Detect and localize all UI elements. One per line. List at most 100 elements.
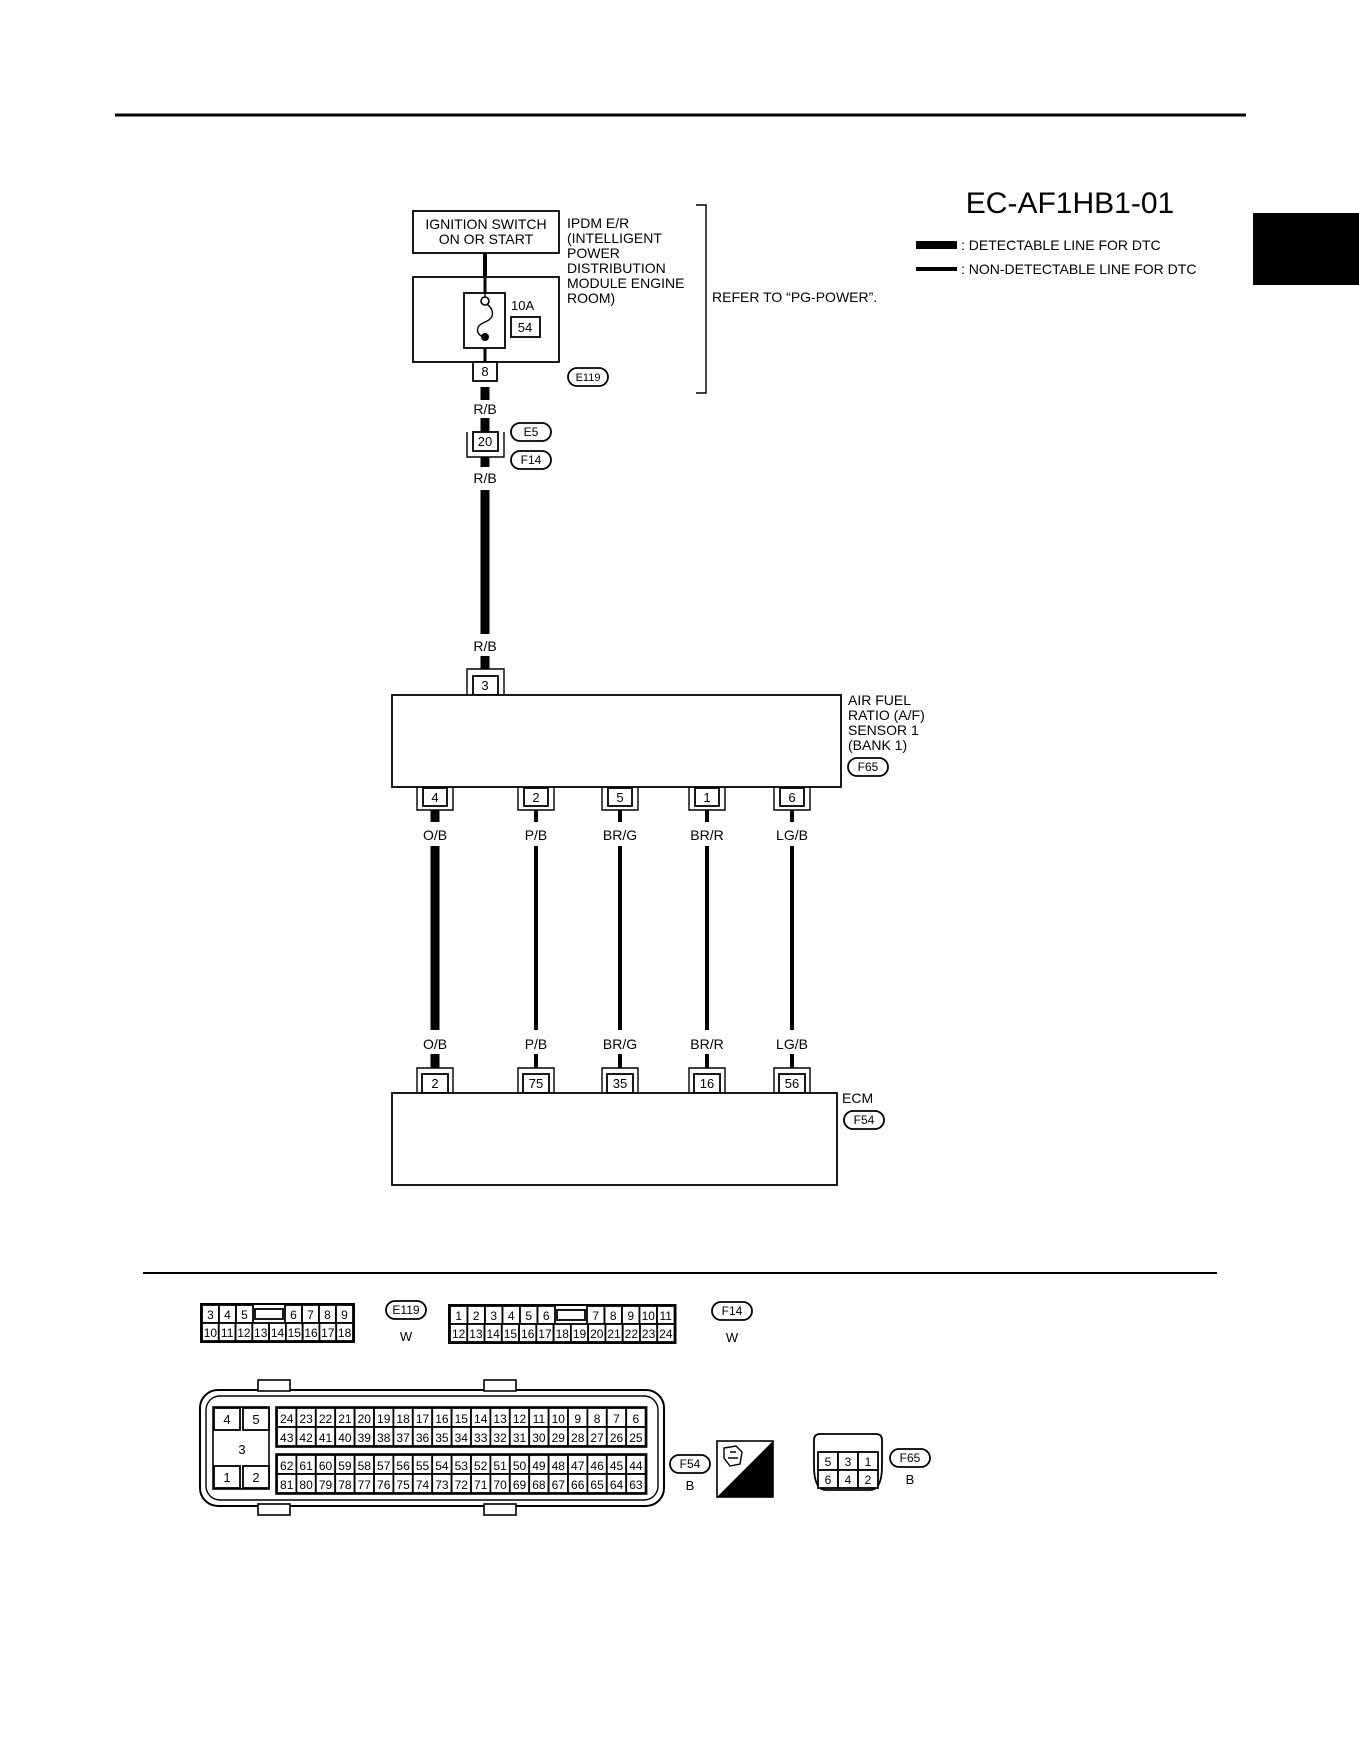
wire-color-bottom: P/B (525, 1036, 548, 1052)
connector-id: F54 (680, 1457, 701, 1471)
connector-color: B (906, 1472, 915, 1487)
sensor-top-terminal-number: 3 (481, 678, 488, 693)
pin-number: 7 (592, 1309, 599, 1323)
fuse-icon (476, 293, 494, 339)
pin-number: 43 (280, 1431, 294, 1445)
pin-number: 79 (319, 1478, 333, 1492)
ipdm-label-3: POWER (567, 245, 620, 261)
pin-number: 72 (455, 1478, 469, 1492)
pin-number: 61 (299, 1459, 313, 1473)
ecm-connector-tag (843, 1110, 885, 1130)
pin-number: 16 (435, 1412, 449, 1426)
pin-number: 6 (825, 1473, 832, 1487)
joint-terminal (472, 431, 499, 452)
pin-number: 13 (254, 1326, 268, 1340)
pin-number: 22 (625, 1327, 639, 1341)
pin-number: 67 (552, 1478, 566, 1492)
power-pin-number: 3 (238, 1442, 245, 1457)
pin-cell (857, 1469, 879, 1489)
power-pin-cell (242, 1465, 270, 1489)
pin-number: 8 (324, 1308, 331, 1322)
connector-color: B (686, 1478, 695, 1493)
power-pin-number: 2 (252, 1470, 259, 1485)
pin-number: 3 (490, 1309, 497, 1323)
shell-latch (483, 1379, 517, 1392)
pin-number: 80 (299, 1478, 313, 1492)
pin-number: 28 (571, 1431, 585, 1445)
connector-color: W (726, 1330, 739, 1345)
pin-number: 29 (552, 1431, 566, 1445)
sensor-label-2: RATIO (A/F) (848, 707, 925, 723)
power-pin-cell (242, 1407, 270, 1431)
pin-number: 37 (396, 1431, 410, 1445)
ecm-terminal-number: 56 (785, 1076, 799, 1091)
harness-side-label: H.S. (738, 1480, 767, 1497)
pin-number: 30 (532, 1431, 546, 1445)
pin-cell (625, 1473, 647, 1494)
pin-number: 11 (660, 1309, 673, 1323)
ignition-switch-state: ON OR START (439, 231, 534, 247)
joint-connector-f14: F14 (521, 453, 542, 467)
diagram-code: EC-AF1HB1-01 (966, 187, 1174, 220)
pin-number: 49 (532, 1459, 546, 1473)
pin-number: 38 (377, 1431, 391, 1445)
pin-number: 66 (571, 1478, 585, 1492)
power-pin-number: 4 (223, 1412, 230, 1427)
power-pin-number: 5 (252, 1412, 259, 1427)
pin-number: 14 (474, 1412, 488, 1426)
fuse-number-box (510, 316, 541, 338)
pin-number: 20 (358, 1412, 372, 1426)
connector-tag (669, 1454, 711, 1474)
sensor-label-1: AIR FUEL (848, 692, 911, 708)
pin-number: 35 (435, 1431, 449, 1445)
section-tab (1253, 213, 1359, 285)
pin-number: 18 (396, 1412, 410, 1426)
pin-number: 33 (474, 1431, 488, 1445)
connector-tag (711, 1301, 753, 1321)
power-pin-cell (213, 1465, 241, 1489)
pin-number: 17 (538, 1327, 552, 1341)
pin-number: 10 (642, 1309, 656, 1323)
pin-number: 31 (513, 1431, 527, 1445)
pin-number: 51 (493, 1459, 507, 1473)
pin-number: 73 (435, 1478, 449, 1492)
pin-number: 44 (629, 1459, 643, 1473)
sensor-terminal-number: 1 (703, 790, 710, 805)
pin-number: 70 (493, 1478, 507, 1492)
pin-number: 55 (416, 1459, 430, 1473)
connector-color: W (400, 1329, 413, 1344)
ipdm-label-1: IPDM E/R (567, 215, 629, 231)
pin-number: 59 (338, 1459, 352, 1473)
pin-number: 12 (513, 1412, 527, 1426)
connector-id: F65 (900, 1451, 921, 1465)
pin-number: 62 (280, 1459, 294, 1473)
pin-number: 58 (358, 1459, 372, 1473)
pin-number: 60 (319, 1459, 333, 1473)
ipdm-connector-tag (567, 367, 609, 387)
connector-id: E119 (392, 1303, 419, 1317)
pin-number: 13 (469, 1327, 483, 1341)
ecm-connector-id: F54 (854, 1113, 875, 1127)
wire-color-top: BR/G (603, 827, 637, 843)
wire-color-top: LG/B (776, 827, 808, 843)
pin-number: 12 (452, 1327, 466, 1341)
ecm-terminal-number: 75 (529, 1076, 543, 1091)
pin-number: 15 (504, 1327, 518, 1341)
ecm-terminal-bracket (416, 1067, 454, 1092)
pin-number: 15 (288, 1326, 302, 1340)
fuse-number: 54 (518, 320, 532, 335)
ipdm-label-5: MODULE ENGINE (567, 275, 684, 291)
wire-color-top: P/B (525, 827, 548, 843)
pin-number: 7 (613, 1412, 620, 1426)
pin-number: 52 (474, 1459, 488, 1473)
pin-number: 8 (594, 1412, 601, 1426)
af-sensor-box (391, 694, 842, 788)
pin-cell (625, 1426, 647, 1447)
pin-number: 3 (207, 1308, 214, 1322)
pin-number: 78 (338, 1478, 352, 1492)
connector-outline (448, 1304, 677, 1344)
pin-number: 47 (571, 1459, 585, 1473)
